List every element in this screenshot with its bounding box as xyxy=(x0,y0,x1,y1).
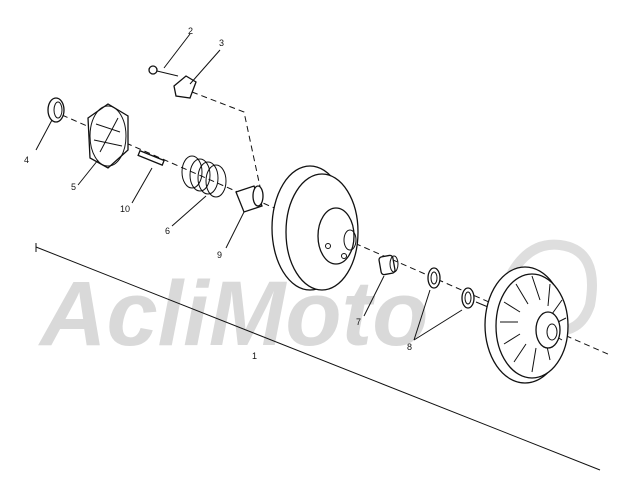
leader-10 xyxy=(131,167,153,204)
leader-4 xyxy=(35,119,53,151)
label-10: 10 xyxy=(120,204,130,214)
snap-ring xyxy=(35,97,65,151)
leader-8b xyxy=(413,309,463,341)
watermark-text: AcliMoto xyxy=(38,263,428,365)
spring xyxy=(171,155,227,227)
bracket-line xyxy=(35,246,601,471)
sheave-bore xyxy=(343,229,357,251)
washer-1 xyxy=(427,267,441,289)
sheave-bushing-end xyxy=(389,255,399,273)
leader-3 xyxy=(189,49,221,85)
roller-weight-body xyxy=(173,75,197,99)
pin-body xyxy=(137,149,165,166)
spider-arms xyxy=(93,117,123,153)
moveable-sheave xyxy=(271,165,359,291)
watermark-motorcycle-shape xyxy=(495,239,597,336)
bushing xyxy=(225,185,264,249)
snap-ring-inner xyxy=(53,101,63,119)
washer-2 xyxy=(461,287,475,309)
spider-rim xyxy=(89,105,127,167)
bushing-end xyxy=(252,185,264,207)
leader-9 xyxy=(225,211,245,249)
label-3: 3 xyxy=(219,38,224,48)
fixed-sheave-bore xyxy=(546,323,558,341)
reference-bracket xyxy=(35,243,601,471)
bolt-shank xyxy=(156,70,179,77)
label-4: 4 xyxy=(24,155,29,165)
label-6: 6 xyxy=(165,226,170,236)
part-labels: 2 3 4 5 10 6 9 1 7 8 xyxy=(24,26,412,361)
washer-1-hole xyxy=(430,271,438,285)
bolt xyxy=(148,33,191,77)
sheave-bushing xyxy=(363,254,399,317)
sheave-bolt-hole-2 xyxy=(341,253,347,259)
leader-5 xyxy=(77,159,99,186)
spring-coil-4 xyxy=(205,164,227,198)
leader-7 xyxy=(363,275,385,317)
watermark: AcliMoto xyxy=(38,239,597,365)
snap-ring-outer xyxy=(47,97,65,123)
label-2: 2 xyxy=(188,26,193,36)
washer-2-hole xyxy=(464,291,472,305)
spring-coil-3 xyxy=(197,161,219,195)
label-1: 1 xyxy=(252,351,257,361)
label-7: 7 xyxy=(356,317,361,327)
pin xyxy=(131,149,165,204)
spring-coil-1 xyxy=(181,155,203,189)
bolt-head xyxy=(148,65,158,75)
label-8: 8 xyxy=(407,342,412,352)
sheave-bolt-hole-1 xyxy=(325,243,331,249)
spider-assembly xyxy=(77,103,129,186)
fixed-sheave-face xyxy=(495,273,569,379)
leader-8a xyxy=(413,289,431,341)
sheave-hub xyxy=(317,207,355,265)
leader-6 xyxy=(171,195,207,227)
washers xyxy=(413,267,475,341)
roller-weight xyxy=(173,49,263,197)
spring-coil-2 xyxy=(189,158,211,192)
roller-alignment-line xyxy=(191,91,263,197)
fixed-sheave xyxy=(475,266,569,384)
label-9: 9 xyxy=(217,250,222,260)
leader-2 xyxy=(163,33,191,69)
label-5: 5 xyxy=(71,182,76,192)
